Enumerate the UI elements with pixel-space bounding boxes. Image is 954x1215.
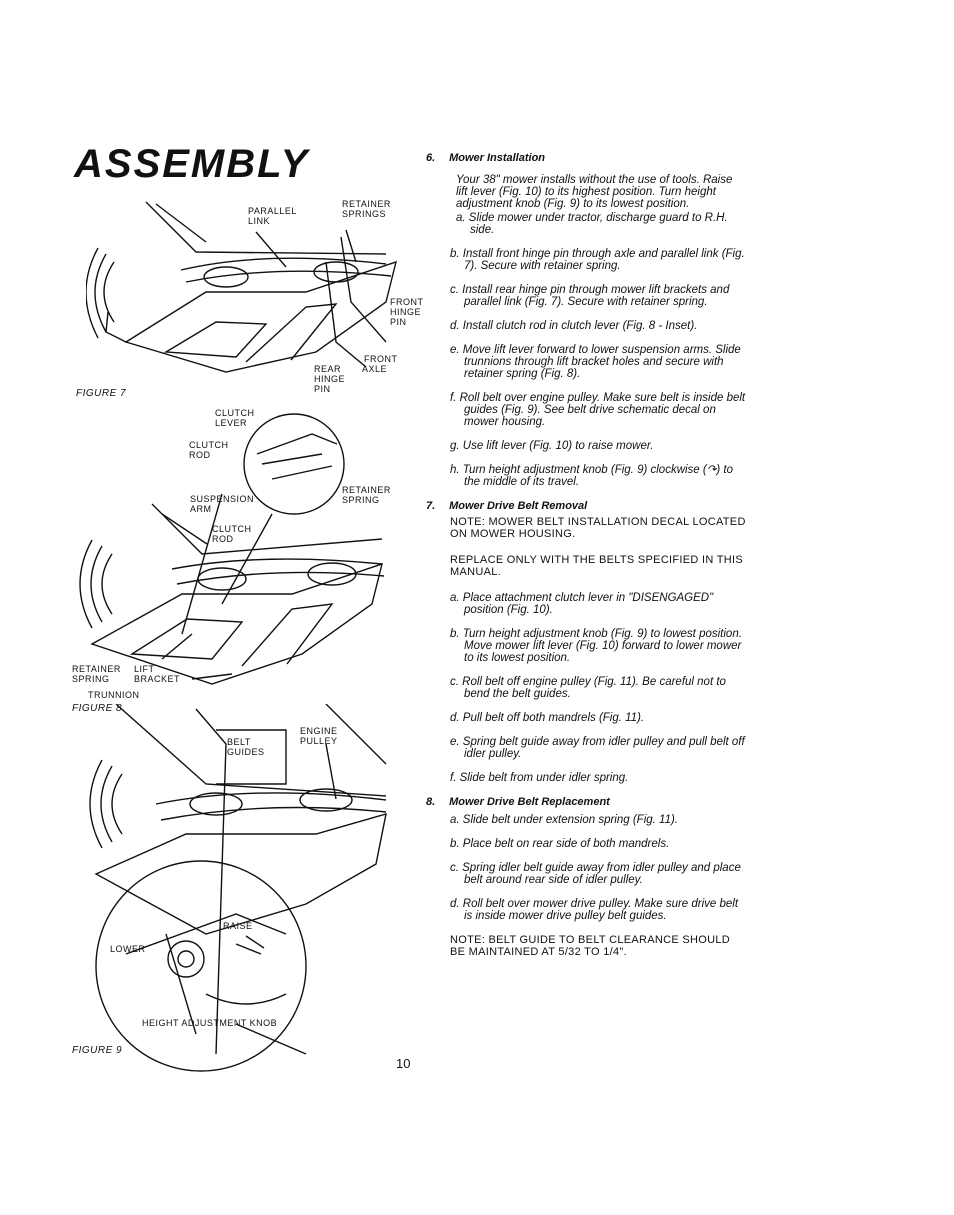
step: g. Use lift lever (Fig. 10) to raise mow…: [450, 440, 654, 452]
note: NOTE: BELT GUIDE TO BELT CLEARANCE SHOUL…: [450, 934, 731, 958]
label-front-hinge-pin: FRONT: [390, 297, 424, 307]
label-raise: RAISE: [223, 921, 253, 931]
svg-text:SPRING: SPRING: [72, 674, 110, 684]
note: NOTE: MOWER BELT INSTALLATION DECAL LOCA…: [450, 516, 746, 540]
label-height-adjustment-knob: HEIGHT ADJUSTMENT KNOB: [142, 1018, 277, 1028]
figure-8-illustration: CLUTCH LEVER CLUTCH ROD RETAINER SPRING …: [72, 408, 391, 700]
svg-text:BRACKET: BRACKET: [134, 674, 180, 684]
label-retainer-spring-right: RETAINER: [342, 485, 391, 495]
label-lower: LOWER: [110, 944, 146, 954]
step: d. Install clutch rod in clutch lever (F…: [450, 320, 698, 332]
label-retainer-spring-left: RETAINER: [72, 664, 121, 674]
step: b. Turn height adjustment knob (Fig. 9) …: [450, 628, 742, 664]
svg-text:LEVER: LEVER: [215, 418, 247, 428]
svg-text:HINGE: HINGE: [390, 307, 421, 317]
step: b. Place belt on rear side of both mandr…: [450, 838, 670, 850]
page-title: ASSEMBLY: [74, 142, 310, 186]
svg-text:HINGE: HINGE: [314, 374, 345, 384]
step: e. Move lift lever forward to lower susp…: [450, 344, 741, 380]
svg-text:LINK: LINK: [248, 216, 270, 226]
step: b. Install front hinge pin through axle …: [450, 248, 745, 272]
step: f. Slide belt from under idler spring.: [450, 772, 629, 784]
svg-text:AXLE: AXLE: [362, 364, 387, 374]
svg-text:PULLEY: PULLEY: [300, 736, 338, 746]
label-clutch-lever: CLUTCH: [215, 408, 255, 418]
svg-text:SPRING: SPRING: [342, 495, 380, 505]
step: a. Slide belt under extension spring (Fi…: [450, 814, 678, 826]
svg-text:ROD: ROD: [189, 450, 211, 460]
instructions-column: 6. Mower Installation Your 38" mower ins…: [426, 152, 746, 972]
section-heading: 8. Mower Drive Belt Replacement: [426, 796, 610, 808]
figure-8-caption: FIGURE 8: [72, 703, 123, 714]
label-clutch-rod: CLUTCH: [212, 524, 252, 534]
svg-text:PIN: PIN: [314, 384, 331, 392]
step: a. Slide mower under tractor, discharge …: [456, 212, 728, 236]
figure-7: PARALLEL LINK RETAINER SPRINGS FRONT HIN…: [86, 192, 426, 392]
figure-8: CLUTCH LEVER CLUTCH ROD RETAINER SPRING …: [72, 404, 412, 700]
step: e. Spring belt guide away from idler pul…: [450, 736, 745, 760]
step: f. Roll belt over engine pulley. Make su…: [450, 392, 746, 428]
section-heading: 7. Mower Drive Belt Removal: [426, 500, 588, 512]
figure-9: BELT GUIDES ENGINE PULLEY RAISE LOWER HE…: [86, 704, 396, 1074]
section-mower-installation: 6. Mower Installation Your 38" mower ins…: [426, 152, 746, 488]
label-trunnion: TRUNNION: [88, 690, 140, 700]
step: a. Place attachment clutch lever in "DIS…: [450, 592, 714, 616]
section-intro: Your 38" mower installs without the use …: [456, 174, 733, 210]
section-heading: 6. Mower Installation: [426, 152, 546, 164]
svg-text:SPRINGS: SPRINGS: [342, 209, 386, 219]
svg-text:ARM: ARM: [190, 504, 212, 514]
figure-9-caption: FIGURE 9: [72, 1045, 123, 1056]
svg-text:GUIDES: GUIDES: [227, 747, 265, 757]
label-rear-hinge-pin: REAR: [314, 364, 341, 374]
section-belt-removal: 7. Mower Drive Belt Removal NOTE: MOWER …: [426, 500, 746, 784]
step: c. Roll belt off engine pulley (Fig. 11)…: [450, 676, 726, 700]
step: c. Spring idler belt guide away from idl…: [450, 862, 741, 886]
label-lift-bracket: LIFT: [134, 664, 155, 674]
label-front-axle: FRONT: [364, 354, 398, 364]
step: c. Install rear hinge pin through mower …: [450, 284, 730, 308]
step: h. Turn height adjustment knob (Fig. 9) …: [450, 464, 733, 488]
label-engine-pulley: ENGINE: [300, 726, 338, 736]
svg-text:ROD: ROD: [212, 534, 234, 544]
label-retainer-springs: RETAINER: [342, 199, 391, 209]
figure-9-illustration: BELT GUIDES ENGINE PULLEY RAISE LOWER HE…: [89, 704, 387, 1072]
page-number: 10: [396, 1056, 411, 1071]
label-suspension-arm: SUSPENSION: [190, 494, 254, 504]
step: d. Pull belt off both mandrels (Fig. 11)…: [450, 712, 645, 724]
note: REPLACE ONLY WITH THE BELTS SPECIFIED IN…: [450, 554, 744, 578]
figure-7-caption: FIGURE 7: [76, 388, 127, 399]
section-belt-replacement: 8. Mower Drive Belt Replacement a. Slide…: [426, 796, 746, 958]
figure-7-illustration: PARALLEL LINK RETAINER SPRINGS FRONT HIN…: [86, 199, 424, 392]
label-belt-guides: BELT: [227, 737, 251, 747]
step: d. Roll belt over mower drive pulley. Ma…: [450, 898, 739, 922]
label-clutch-rod-inset: CLUTCH: [189, 440, 229, 450]
svg-text:PIN: PIN: [390, 317, 407, 327]
label-parallel-link: PARALLEL: [248, 206, 297, 216]
